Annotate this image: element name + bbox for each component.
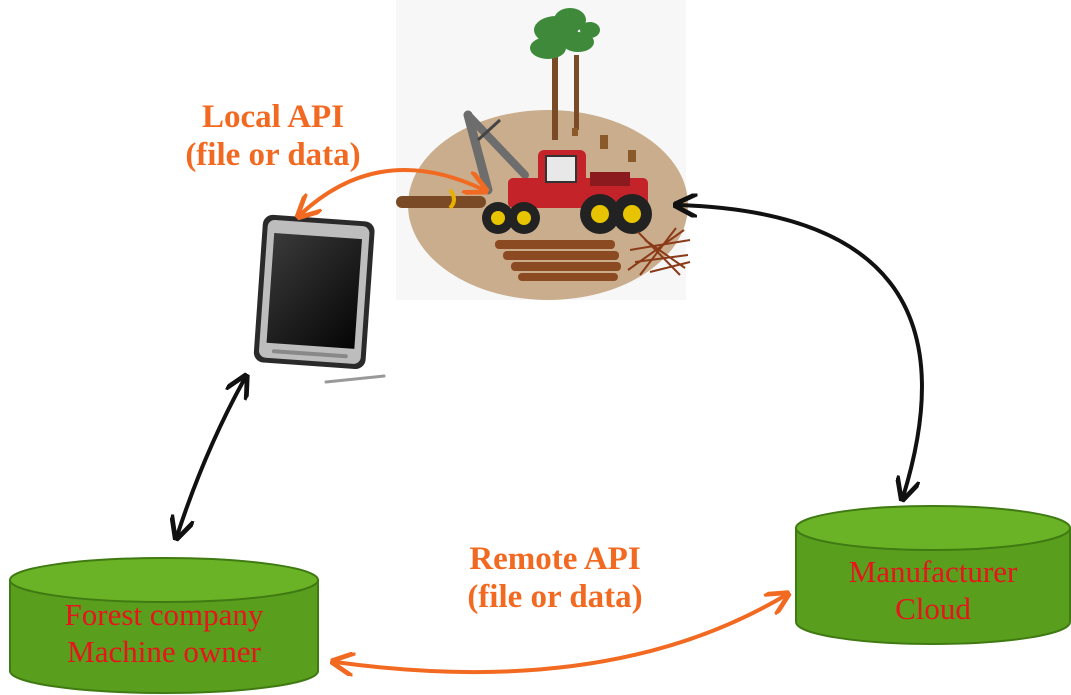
- tablet-to-forest-arrow: [177, 378, 245, 536]
- local-api-title: Local API: [201, 99, 345, 135]
- manufacturer-cloud-label: Manufacturer Cloud: [796, 553, 1070, 627]
- remote-api-label: Remote API (file or data): [430, 540, 680, 616]
- forest-company-label: Forest company Machine owner: [14, 596, 314, 670]
- manufacturer-cloud-line2: Cloud: [895, 591, 971, 626]
- remote-api-title: Remote API: [469, 541, 641, 577]
- remote-api-subtitle: (file or data): [467, 579, 643, 615]
- tablet-icon: [253, 214, 386, 384]
- remote-api-arrow: [335, 595, 786, 672]
- manufacturer-cloud-line1: Manufacturer: [848, 554, 1018, 589]
- local-api-label: Local API (file or data): [148, 98, 398, 174]
- forest-company-line2: Machine owner: [67, 634, 261, 669]
- local-api-arrow: [300, 168, 484, 215]
- forest-harvester-icon: [396, 0, 691, 300]
- forest-company-database: [9, 557, 319, 694]
- harvester-to-cloud-arrow: [678, 205, 924, 497]
- local-api-subtitle: (file or data): [185, 137, 361, 173]
- manufacturer-cloud-database: [795, 505, 1071, 645]
- forest-company-line1: Forest company: [64, 597, 264, 632]
